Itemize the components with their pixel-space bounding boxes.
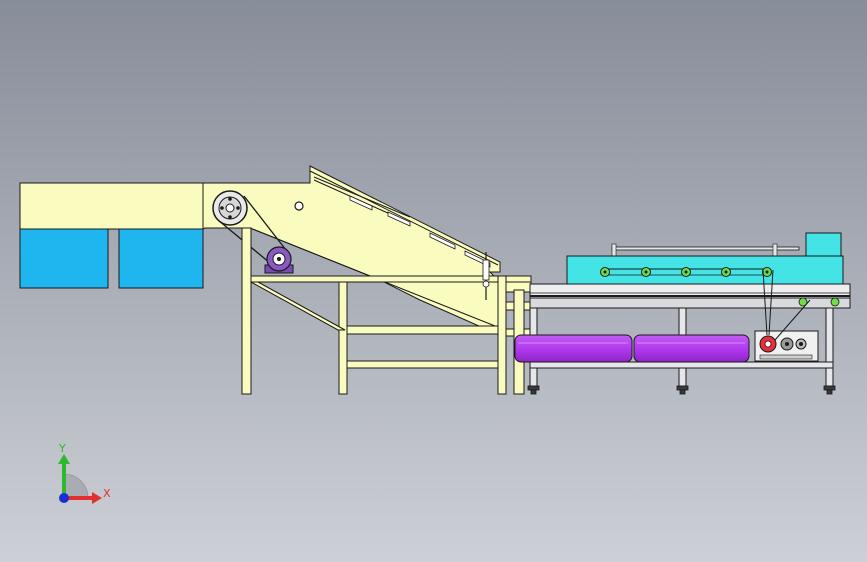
y-axis-label: Y	[58, 442, 66, 455]
conveyor-cover	[566, 255, 844, 285]
inclined-conveyor[interactable]	[19, 165, 532, 395]
coordinate-triad-icon: Y X	[58, 442, 111, 504]
motor-icon[interactable]	[264, 246, 294, 274]
support-frame	[241, 227, 532, 395]
pulley-icon[interactable]	[212, 190, 248, 226]
control-box	[805, 232, 842, 258]
horizontal-conveyor[interactable]	[514, 232, 851, 395]
hopper-box-right	[118, 228, 204, 289]
gearbox-icon[interactable]	[754, 269, 819, 362]
tank	[514, 334, 750, 363]
hopper-box-left	[19, 228, 109, 289]
bolt-hole	[294, 201, 304, 211]
x-axis-label: X	[103, 487, 111, 500]
